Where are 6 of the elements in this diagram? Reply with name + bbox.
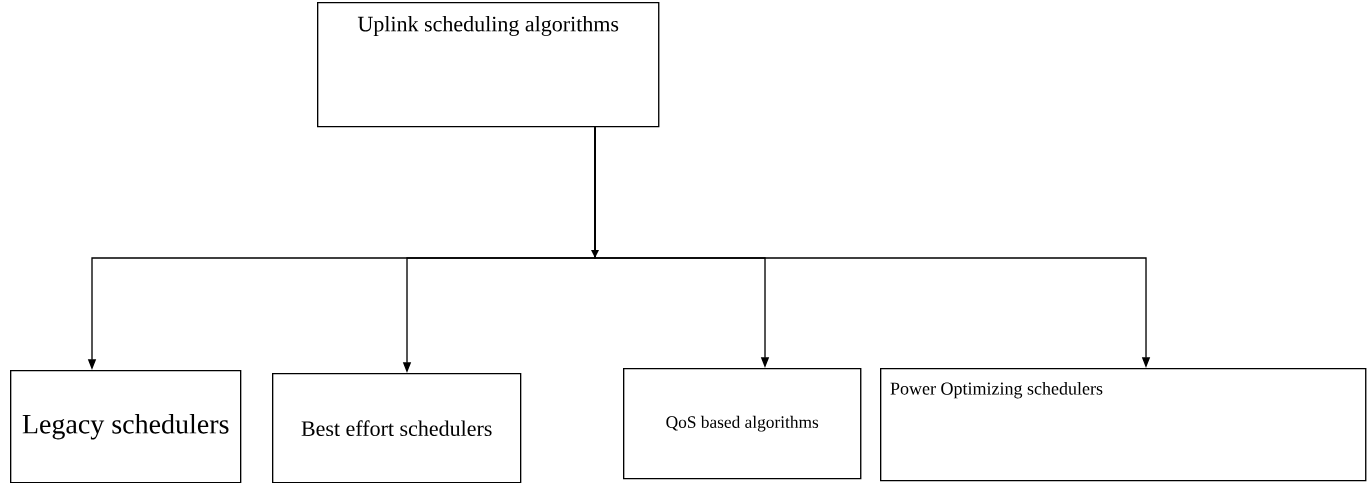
category-box: Legacy schedulers [10,370,242,483]
root-box: Uplink scheduling algorithms [317,2,660,128]
category-box: Power Optimizing schedulers [880,368,1367,482]
arrowhead [591,250,599,258]
category-box: Best effort schedulers [272,373,522,483]
category-box: QoS based algorithms [623,368,862,480]
